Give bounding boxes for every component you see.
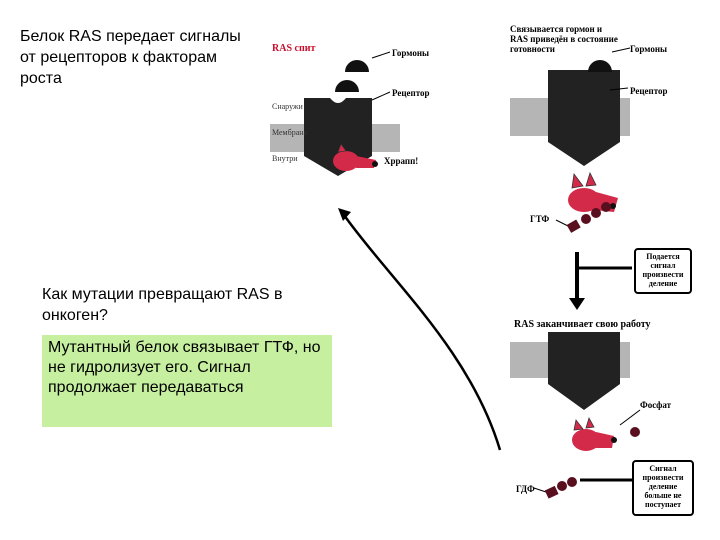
hormone-3 bbox=[588, 60, 612, 72]
panel2-receptor-label: Рецептор bbox=[630, 86, 668, 96]
snore-label: Хррапп! bbox=[384, 156, 419, 166]
receptor-leader-2 bbox=[609, 87, 629, 91]
slide-title: Белок RAS передает сигналы от рецепторов… bbox=[20, 28, 241, 87]
panel2-heading: Связывается гормон и RAS приведён в сост… bbox=[510, 24, 618, 54]
no-signal-callout-text: Сигнал произвести деление больше не пост… bbox=[642, 464, 684, 509]
cycle-arrow bbox=[342, 214, 502, 451]
signal-arrowhead bbox=[569, 298, 585, 310]
phosphate-label: Фосфат bbox=[640, 400, 672, 410]
outside-label: Снаружи bbox=[272, 102, 303, 111]
panel1-hormones-label: Гормоны bbox=[392, 48, 430, 58]
gdp-label: ГДФ bbox=[516, 484, 535, 494]
panel1-receptor-label: Рецептор bbox=[392, 88, 430, 98]
phosphate-dot bbox=[630, 427, 640, 437]
gdp-chain bbox=[544, 477, 577, 499]
receptor-leader-1 bbox=[371, 91, 391, 101]
inside-label: Внутри bbox=[272, 154, 298, 163]
hormones-leader-2 bbox=[611, 47, 631, 53]
membrane-label: Мембрана bbox=[272, 128, 308, 137]
panel3-heading: RAS заканчивает свою работу bbox=[514, 320, 651, 330]
hormone-2 bbox=[335, 80, 359, 92]
panel-ras-sleeps bbox=[270, 51, 400, 176]
signal-callout: Подается сигнал произвести деление bbox=[634, 248, 692, 294]
ras-wolf-done bbox=[572, 416, 617, 451]
receptor-3 bbox=[548, 332, 620, 410]
answer-box: Мутантный белок связывает ГТФ, но не гид… bbox=[42, 335, 332, 427]
question-text: Как мутации превращают RAS в онкоген? bbox=[42, 286, 283, 324]
panel-ras-ready bbox=[510, 47, 632, 310]
panel2-hormones-label: Гормоны bbox=[630, 44, 668, 54]
answer-text: Мутантный белок связывает ГТФ, но не гид… bbox=[48, 339, 321, 396]
gdp-leader bbox=[533, 487, 547, 493]
cycle-arrowhead bbox=[338, 208, 351, 221]
panel1-heading: RAS спит bbox=[272, 43, 316, 54]
signal-callout-text: Подается сигнал произвести деление bbox=[642, 252, 684, 288]
panel3-heading-text: RAS заканчивает свою работу bbox=[514, 319, 651, 330]
panel-ras-done bbox=[510, 332, 641, 499]
phosphate-leader bbox=[619, 409, 641, 426]
receptor-2 bbox=[548, 70, 620, 166]
no-signal-callout: Сигнал произвести деление больше не пост… bbox=[632, 460, 694, 516]
gtp-label: ГТФ bbox=[530, 214, 550, 224]
gtp-chain bbox=[566, 202, 611, 233]
hormones-leader-1 bbox=[371, 51, 391, 59]
ras-wolf-sleeping bbox=[333, 143, 378, 171]
hormone-1 bbox=[345, 60, 369, 72]
